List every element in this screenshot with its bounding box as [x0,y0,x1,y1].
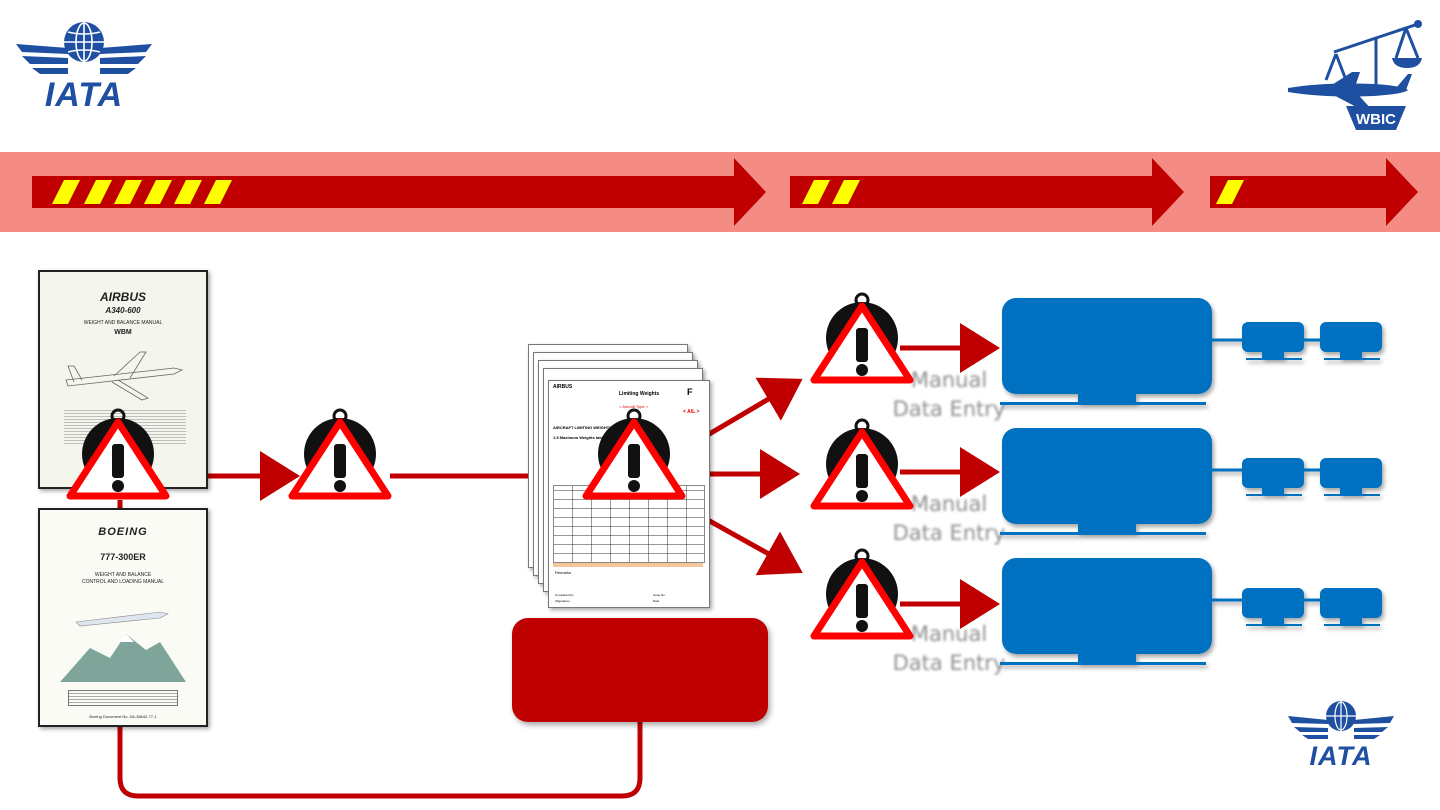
boeing-weight-balance-manual: BOEING 777-300ER WEIGHT AND BALANCE CONT… [38,508,208,727]
warning-icon-system-3 [814,550,910,636]
form-subsection: 1.5 Maximum Weights tables [553,435,608,440]
manual-data-entry-label-2: Manual Data Entry [884,490,1014,548]
computer-icon [1242,322,1304,352]
boeing-footer: Boeing Document No. D6-38642-77-1 [89,714,157,719]
form-date: Date [653,599,660,603]
phase-arrow-2 [790,158,1184,226]
computer-icon [1320,322,1382,352]
phase-arrow-1 [32,158,766,226]
manual-label-line1: Manual [910,368,988,392]
process-banner [0,152,1440,232]
warning-icon-transfer [292,410,388,496]
iata-logo-bottom: IATA [1288,701,1394,768]
airbus-model: A340-600 [105,306,141,315]
phase-arrow-3 [1210,158,1418,226]
wbic-logo-text: WBIC [1356,111,1396,128]
manual-data-entry-label-1: Manual Data Entry [884,366,1014,424]
warning-icon-airbus [70,410,166,496]
boeing-notice-box [68,690,178,706]
computer-system-3 [1000,558,1382,665]
computer-icon [1002,428,1212,524]
airbus-manual-code: WBM [114,329,132,336]
airbus-manual-title: WEIGHT AND BALANCE MANUAL [83,320,163,326]
boeing-title-line1: WEIGHT AND BALANCE [94,572,152,578]
form-code: F [687,387,693,397]
manual-label-line1: Manual [910,622,988,646]
computer-icon [1242,458,1304,488]
form-issue-no: Issue No. [653,593,666,597]
manual-data-entry-label-3: Manual Data Entry [884,620,1014,678]
boeing-aircraft-mountain [60,611,186,682]
computer-system-2 [1000,428,1382,535]
form-al-code: < A/L > [683,409,700,415]
form-aircraft-type: < Aircraft Type > [619,404,649,409]
computer-icon [1242,588,1304,618]
form-signature: (Signature) [555,599,570,603]
warning-icon-forms [586,410,682,496]
manual-label-line2: Data Entry [892,651,1006,675]
iata-logo-text: IATA [45,76,123,110]
airbus-brand: AIRBUS [99,290,146,304]
warning-icon-system-1 [814,294,910,380]
computer-system-1 [1000,298,1382,405]
computer-icon [1002,558,1212,654]
boeing-title-line2: CONTROL AND LOADING MANUAL [81,579,165,585]
computer-systems [1000,298,1382,665]
airbus-aircraft-drawing [65,351,184,401]
manual-label-line2: Data Entry [892,397,1006,421]
boeing-model: 777-300ER [100,552,146,562]
manual-label-line1: Manual [910,492,988,516]
computer-icon [1002,298,1212,394]
iata-logo-top: IATA [16,22,152,110]
form-title: Limiting Weights [619,391,660,397]
form-header: AIRBUS [553,384,573,390]
form-section: AIRCRAFT LIMITING WEIGHTS [553,425,612,430]
form-remarks: Remarks [555,570,572,575]
airbus-weight-balance-manual: AIRBUS A340-600 WEIGHT AND BALANCE MANUA… [38,270,208,489]
warning-icon-system-2 [814,420,910,506]
computer-icon [1320,588,1382,618]
form-completed-by: Completed by [555,593,574,597]
form-highlight-bar [553,563,703,567]
iata-logo-text: IATA [1310,741,1373,768]
boeing-brand: BOEING [98,526,148,538]
computer-icon [1320,458,1382,488]
wbic-logo: WBIC [1288,20,1422,130]
manual-label-line2: Data Entry [892,521,1006,545]
red-callout-box [512,618,768,722]
